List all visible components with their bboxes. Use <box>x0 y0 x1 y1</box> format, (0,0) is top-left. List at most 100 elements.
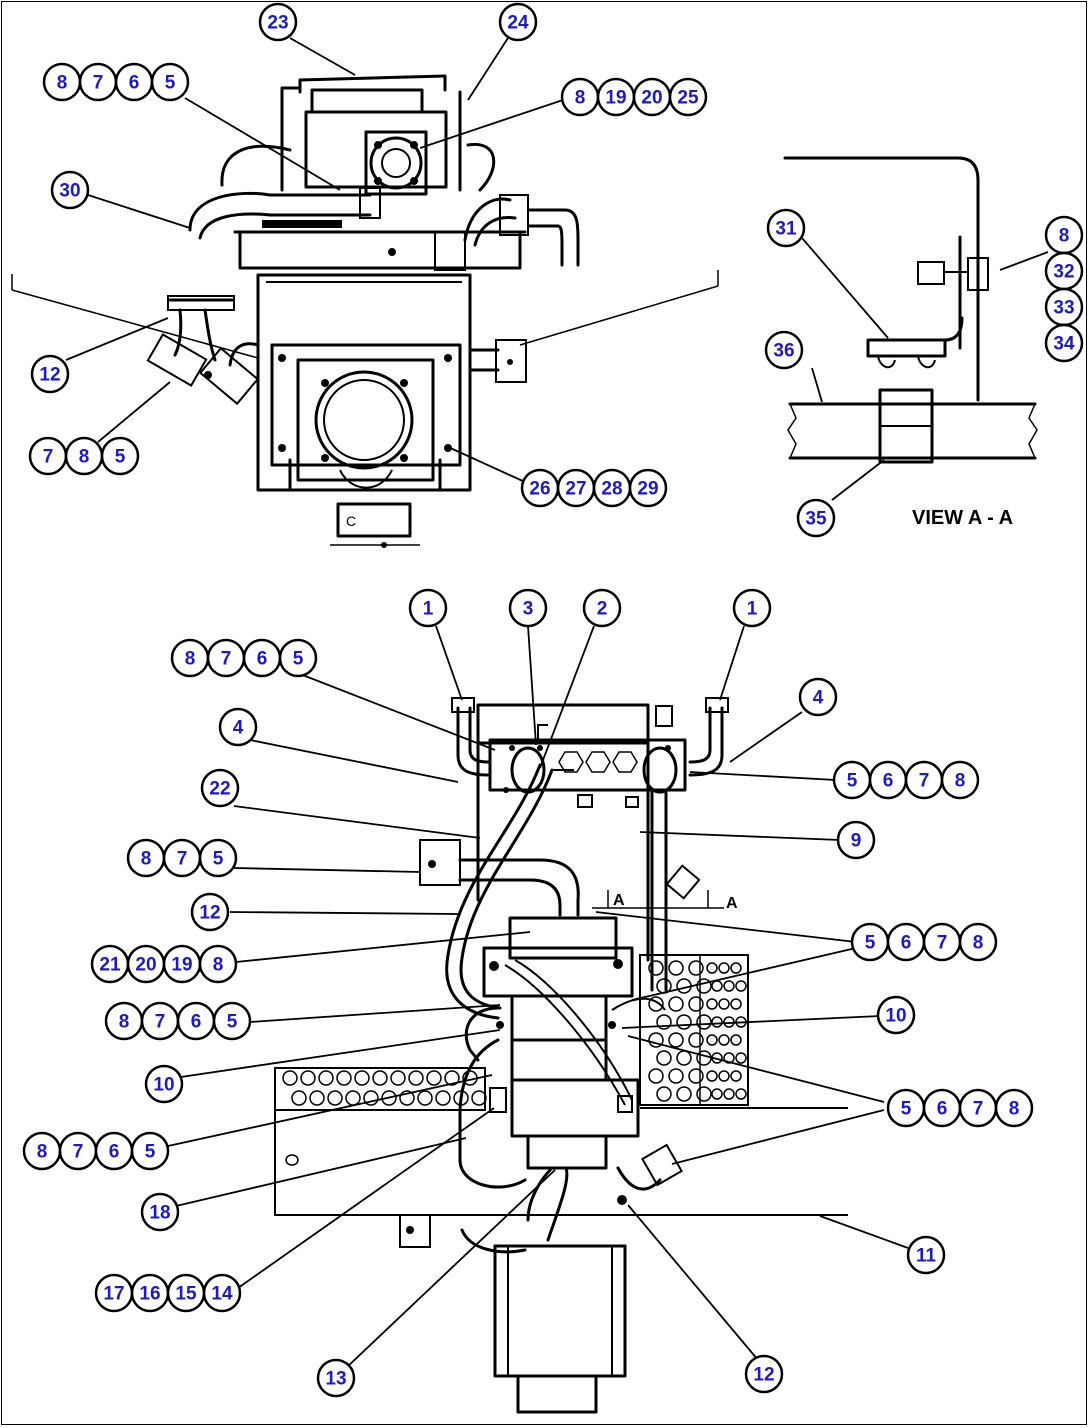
callout-number: 34 <box>1053 334 1075 355</box>
callout-bot_4_left-0: 4 <box>218 707 258 747</box>
callout-bot_5678_c-0: 5 <box>886 1088 926 1128</box>
callout-bot_18-0: 18 <box>140 1192 180 1232</box>
callout-number: 21 <box>99 955 121 976</box>
callout-top_8765-2: 6 <box>114 62 154 102</box>
perforation-hole <box>711 980 723 992</box>
callout-top_26272829-1: 27 <box>556 468 596 508</box>
callout-number: 8 <box>575 88 586 109</box>
callout-top_26272829-0: 26 <box>520 468 560 508</box>
callout-number: 18 <box>149 1203 170 1224</box>
callout-number: 36 <box>773 341 794 362</box>
perforation-hole <box>706 1034 718 1046</box>
callout-number: 7 <box>177 849 188 870</box>
callout-number: 26 <box>529 479 550 500</box>
callout-number: 22 <box>209 779 230 800</box>
callout-bot_21201918-2: 19 <box>162 944 202 984</box>
perforation-hole <box>390 1070 406 1086</box>
callout-number: 8 <box>141 849 152 870</box>
perforation-hole <box>696 1014 712 1030</box>
callout-top_8765-1: 7 <box>78 62 118 102</box>
callout-bot_13-0: 13 <box>316 1358 356 1398</box>
perforation-hole <box>372 1070 388 1086</box>
callout-number: 8 <box>955 771 966 792</box>
perforation-hole <box>735 980 747 992</box>
perforation-hole <box>648 996 664 1012</box>
callout-view_31-0: 31 <box>766 208 806 248</box>
perforation-hole <box>676 1014 692 1030</box>
callout-bot_5678_c-3: 8 <box>994 1088 1034 1128</box>
perforation-hole <box>688 960 704 976</box>
callout-number: 5 <box>165 73 176 94</box>
callout-bot_8765_c-1: 7 <box>58 1131 98 1171</box>
callout-number: 32 <box>1053 262 1074 283</box>
callout-number: 7 <box>43 447 54 468</box>
perforation-hole <box>723 1088 735 1100</box>
callout-number: 7 <box>221 649 232 670</box>
perforation-hole <box>381 1090 397 1106</box>
callout-bot_8765_b-1: 7 <box>140 1001 180 1041</box>
perforation-hole <box>453 1090 469 1106</box>
perforation-hole <box>345 1090 361 1106</box>
perforation-hole <box>696 1086 712 1102</box>
perforation-hole <box>718 962 730 974</box>
callout-view_8_32_33_34-1: 32 <box>1044 251 1084 291</box>
callout-number: 19 <box>605 88 626 109</box>
perforation-hole <box>417 1090 433 1106</box>
perforation-hole <box>718 1034 730 1046</box>
callout-bot_11-0: 11 <box>906 1235 946 1275</box>
callout-view_8_32_33_34-0: 8 <box>1044 215 1084 255</box>
perforation-hole <box>730 1034 742 1046</box>
callout-number: 6 <box>129 73 140 94</box>
callout-top_8765-0: 8 <box>42 62 82 102</box>
perforation-hole <box>300 1070 316 1086</box>
perforation-hole <box>723 980 735 992</box>
perforation-hole <box>730 998 742 1010</box>
callout-number: 6 <box>901 933 912 954</box>
callout-bot_8765_a-2: 6 <box>242 638 282 678</box>
callout-bot_21201918-0: 21 <box>90 944 130 984</box>
callout-bot_8765_b-0: 8 <box>104 1001 144 1041</box>
perforation-hole <box>471 1090 487 1106</box>
perforation-hole <box>688 996 704 1012</box>
perforation-hole <box>648 1068 664 1084</box>
perforation-hole <box>318 1070 334 1086</box>
callout-bot_3-0: 3 <box>508 588 548 628</box>
callout-top_26272829-3: 29 <box>628 468 668 508</box>
callout-number: 7 <box>73 1142 84 1163</box>
callout-bot_5678_a-1: 6 <box>868 760 908 800</box>
callout-number: 23 <box>267 13 288 34</box>
perforation-hole <box>696 1050 712 1066</box>
perforation-hole <box>723 1052 735 1064</box>
callout-number: 30 <box>59 181 80 202</box>
callout-view_35-0: 35 <box>796 498 836 538</box>
callout-bot_875-1: 7 <box>162 838 202 878</box>
callout-bot_5678_b-2: 7 <box>922 922 962 962</box>
callout-number: 6 <box>257 649 268 670</box>
perforation-hole <box>706 962 718 974</box>
callout-bot_875-2: 5 <box>198 838 238 878</box>
callout-number: 3 <box>523 599 534 620</box>
callout-bot_5678_b-3: 8 <box>958 922 998 962</box>
callout-number: 14 <box>211 1284 233 1305</box>
perforation-hole <box>730 1070 742 1082</box>
callout-number: 8 <box>213 955 224 976</box>
perforation-hole <box>648 960 664 976</box>
callout-number: 28 <box>601 479 622 500</box>
callout-bot_1_right-0: 1 <box>732 588 772 628</box>
section-mark-left: A <box>613 892 625 909</box>
perforation-hole <box>291 1090 307 1106</box>
callout-bot_8765_b-2: 6 <box>176 1001 216 1041</box>
perforation-hole <box>435 1090 451 1106</box>
callout-top_24-0: 24 <box>498 2 538 42</box>
callout-number: 12 <box>199 903 220 924</box>
perforation-hole <box>656 1086 672 1102</box>
callout-bot_17161514-2: 15 <box>166 1273 206 1313</box>
callout-bot_2-0: 2 <box>582 588 622 628</box>
perforation-hole <box>309 1090 325 1106</box>
callout-number: 15 <box>175 1284 197 1305</box>
callout-number: 6 <box>883 771 894 792</box>
callout-bot_5678_b-1: 6 <box>886 922 926 962</box>
callout-bot_17161514-1: 16 <box>130 1273 170 1313</box>
callout-bot_21201918-1: 20 <box>126 944 166 984</box>
